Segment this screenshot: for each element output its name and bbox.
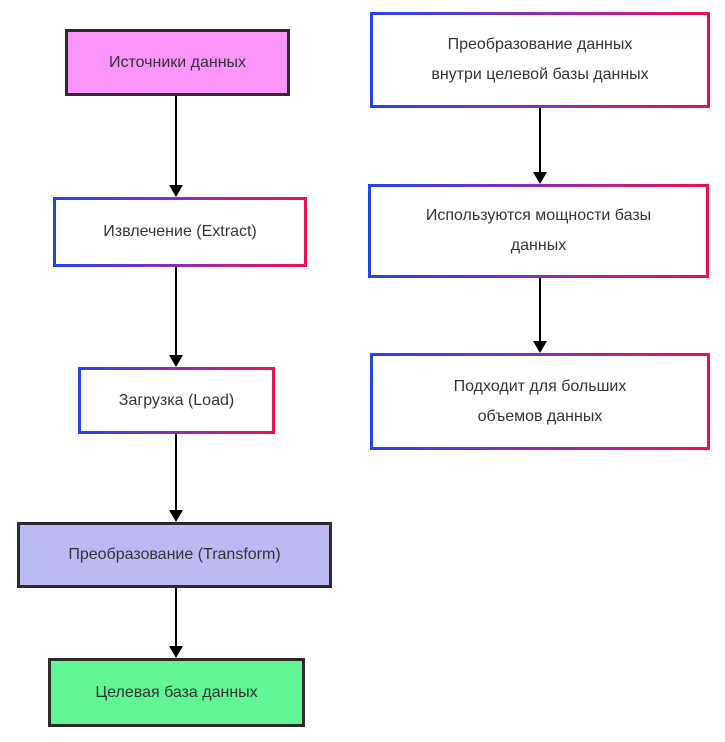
arrow-shaft [539, 108, 541, 172]
node-in-db-transform-line2: внутри целевой базы данных [431, 66, 649, 83]
arrowhead-down-icon [169, 355, 183, 367]
arrowhead-down-icon [533, 172, 547, 184]
arrowhead-down-icon [169, 646, 183, 658]
arrow-sources-to-extract [169, 96, 183, 197]
node-large-volumes: Подходит для больших объемов данных [370, 353, 710, 450]
arrowhead-down-icon [169, 510, 183, 522]
node-in-db-transform: Преобразование данных внутри целевой баз… [370, 12, 710, 108]
node-load-body: Загрузка (Load) [81, 370, 272, 431]
node-target-database: Целевая база данных [48, 658, 305, 727]
node-db-capacity-body: Используются мощности базы данных [371, 187, 706, 275]
arrow-load-to-transform [169, 434, 183, 522]
arrowhead-down-icon [169, 185, 183, 197]
node-db-capacity-line2: данных [510, 237, 567, 254]
node-extract: Извлечение (Extract) [53, 197, 307, 267]
node-large-volumes-line1: Подходит для больших [453, 377, 627, 395]
node-db-capacity-line1: Используются мощности базы [425, 207, 652, 224]
node-large-volumes-line2: объемов данных [477, 407, 603, 425]
node-target-database-label: Целевая база данных [95, 683, 258, 701]
node-transform: Преобразование (Transform) [17, 522, 332, 588]
node-transform-label: Преобразование (Transform) [68, 546, 281, 564]
arrowhead-down-icon [533, 341, 547, 353]
node-large-volumes-body: Подходит для больших объемов данных [373, 356, 707, 447]
node-load: Загрузка (Load) [78, 367, 275, 434]
node-db-capacity: Используются мощности базы данных [368, 184, 709, 278]
node-extract-label: Извлечение (Extract) [103, 223, 257, 240]
node-in-db-transform-line1: Преобразование данных [447, 36, 633, 53]
arrow-extract-to-load [169, 267, 183, 367]
arrow-shaft [175, 267, 177, 355]
node-load-label: Загрузка (Load) [118, 391, 235, 409]
arrow-shaft [539, 278, 541, 341]
arrow-shaft [175, 588, 177, 646]
arrow-shaft [175, 96, 177, 185]
node-in-db-transform-body: Преобразование данных внутри целевой баз… [373, 15, 707, 105]
arrow-transform-to-target [169, 588, 183, 658]
arrow-capacity-to-volumes [533, 278, 547, 353]
node-data-sources: Источники данных [65, 29, 290, 96]
arrow-shaft [175, 434, 177, 510]
arrow-indb-to-capacity [533, 108, 547, 184]
node-extract-body: Извлечение (Extract) [56, 200, 304, 264]
node-data-sources-label: Источники данных [108, 53, 247, 71]
